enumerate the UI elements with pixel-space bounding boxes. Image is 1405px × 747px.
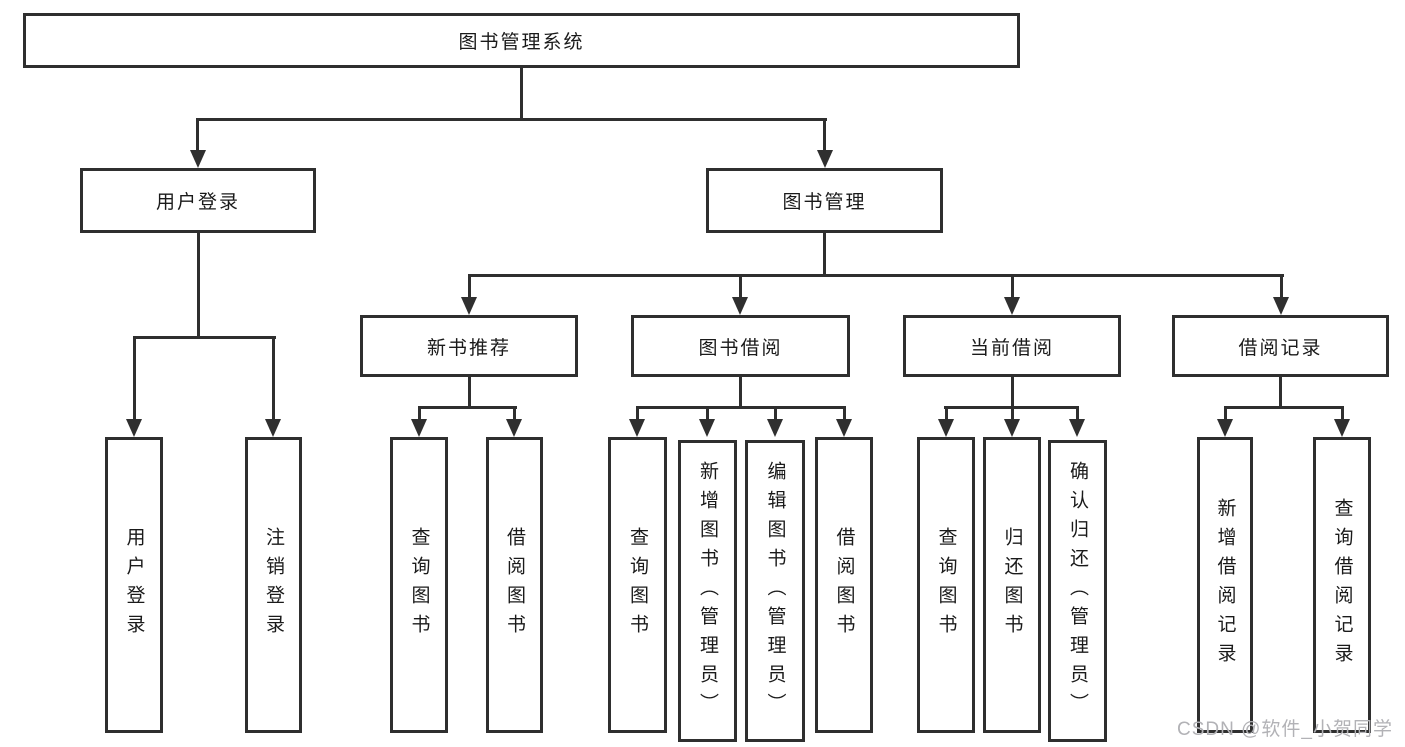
node-label: 用户登录: [155, 192, 240, 213]
connector-vline: [1224, 406, 1227, 421]
arrowhead-down: [629, 419, 645, 437]
leaf-confirm-return-admin: 确认归还（管理员）: [1048, 440, 1107, 742]
connector-vline: [468, 274, 471, 299]
connector-vline: [823, 233, 826, 277]
connector-vline: [520, 68, 523, 120]
connector-vline: [1280, 274, 1283, 299]
node-label: 当前借阅: [969, 337, 1054, 359]
node-label: 查询图书: [408, 527, 430, 643]
leaf-query-books-borrowing: 查询图书: [608, 437, 667, 733]
node-label: 新书推荐: [426, 337, 511, 359]
node-label: 借阅图书: [833, 527, 855, 643]
arrowhead-down: [767, 419, 783, 437]
connector-vline: [823, 118, 826, 152]
connector-vline: [774, 406, 777, 421]
arrowhead-down: [265, 419, 281, 437]
node-user-login: 用户登录: [80, 168, 316, 233]
node-book-management: 图书管理: [706, 168, 943, 233]
node-label: 借阅图书: [504, 527, 525, 643]
node-label: 查询图书: [935, 527, 957, 643]
connector-vline: [843, 406, 846, 421]
connector-vline: [1011, 406, 1014, 421]
node-current-borrowing: 当前借阅: [903, 315, 1121, 377]
node-label: 图书借阅: [698, 337, 783, 359]
node-label: 新增图书（管理员）: [697, 460, 718, 722]
arrowhead-down: [817, 150, 833, 168]
node-borrow-records: 借阅记录: [1172, 315, 1389, 377]
node-label: 注销登录: [263, 527, 284, 643]
leaf-return-books: 归还图书: [983, 437, 1041, 733]
leaf-user-login: 用户登录: [105, 437, 163, 733]
arrowhead-down: [461, 297, 477, 315]
connector-vline: [468, 377, 471, 408]
node-label: 用户登录: [123, 527, 145, 643]
connector-vline: [1076, 406, 1079, 421]
connector-hline: [468, 274, 1284, 277]
connector-vline: [133, 336, 136, 421]
leaf-borrow-books-recommend: 借阅图书: [486, 437, 543, 733]
arrowhead-down: [411, 419, 427, 437]
connector-vline: [739, 274, 742, 299]
leaf-edit-books-admin: 编辑图书（管理员）: [745, 440, 805, 742]
node-label: 借阅记录: [1238, 337, 1323, 359]
leaf-query-books-recommend: 查询图书: [390, 437, 448, 733]
arrowhead-down: [1069, 419, 1085, 437]
node-label: 查询图书: [627, 527, 648, 643]
connector-vline: [636, 406, 639, 421]
arrowhead-down: [1334, 419, 1350, 437]
leaf-logout: 注销登录: [245, 437, 302, 733]
arrowhead-down: [190, 150, 206, 168]
leaf-query-books-current: 查询图书: [917, 437, 975, 733]
leaf-borrow-books: 借阅图书: [815, 437, 873, 733]
node-label: 归还图书: [1001, 527, 1023, 643]
connector-vline: [272, 336, 275, 421]
leaf-query-borrow-record: 查询借阅记录: [1313, 437, 1371, 733]
arrowhead-down: [506, 419, 522, 437]
csdn-watermark: CSDN @软件_小贺同学: [1177, 719, 1393, 740]
arrowhead-down: [938, 419, 954, 437]
connector-vline: [706, 406, 709, 421]
node-book-borrowing: 图书借阅: [631, 315, 850, 377]
node-label: 图书管理系统: [458, 32, 585, 53]
node-label: 新增借阅记录: [1214, 498, 1236, 672]
node-label: 图书管理: [782, 192, 867, 213]
node-new-book-recommend: 新书推荐: [360, 315, 578, 377]
leaf-add-books-admin: 新增图书（管理员）: [678, 440, 737, 742]
connector-vline: [418, 406, 421, 421]
connector-vline: [739, 377, 742, 408]
arrowhead-down: [1004, 297, 1020, 315]
connector-vline: [197, 233, 200, 339]
connector-hline: [1224, 406, 1343, 409]
connector-hline: [196, 118, 827, 121]
arrowhead-down: [1004, 419, 1020, 437]
node-library-management-system: 图书管理系统: [23, 13, 1020, 68]
connector-vline: [196, 118, 199, 152]
connector-vline: [945, 406, 948, 421]
connector-vline: [1341, 406, 1344, 421]
connector-hline: [133, 336, 276, 339]
node-label: 查询借阅记录: [1331, 498, 1353, 672]
node-label: 编辑图书（管理员）: [764, 460, 786, 722]
connector-vline: [513, 406, 516, 421]
arrowhead-down: [699, 419, 715, 437]
connector-vline: [1011, 377, 1014, 408]
connector-hline: [418, 406, 517, 409]
connector-hline: [636, 406, 845, 409]
leaf-add-borrow-record: 新增借阅记录: [1197, 437, 1253, 733]
arrowhead-down: [1273, 297, 1289, 315]
arrowhead-down: [836, 419, 852, 437]
arrowhead-down: [126, 419, 142, 437]
connector-vline: [1279, 377, 1282, 408]
connector-vline: [1011, 274, 1014, 299]
node-label: 确认归还（管理员）: [1067, 460, 1088, 722]
arrowhead-down: [732, 297, 748, 315]
arrowhead-down: [1217, 419, 1233, 437]
